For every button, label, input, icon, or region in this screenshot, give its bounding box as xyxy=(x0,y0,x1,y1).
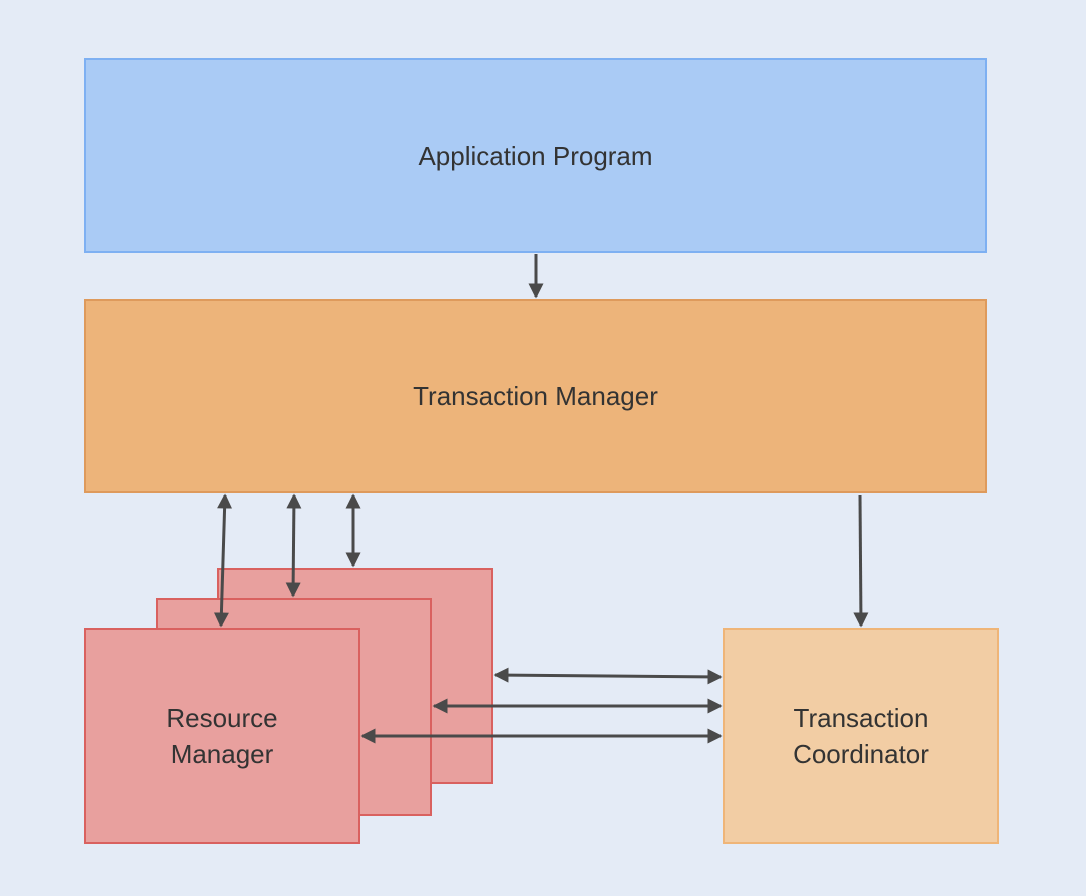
transaction-manager-label: Transaction Manager xyxy=(413,381,658,411)
arrow-rm-tc-1 xyxy=(493,667,723,685)
transaction-manager-box: Transaction Manager xyxy=(84,299,987,493)
resource-manager-label: Resource Manager xyxy=(166,703,278,769)
transaction-coordinator-box: Transaction Coordinator xyxy=(723,628,999,844)
resource-manager-box: Resource Manager xyxy=(84,628,360,844)
arrow-tm-rm-1 xyxy=(213,493,233,628)
transaction-coordinator-label: Transaction Coordinator xyxy=(793,703,929,769)
arrow-tm-rm-2 xyxy=(285,493,302,598)
application-program-label: Application Program xyxy=(418,140,653,171)
application-program-box: Application Program xyxy=(84,58,987,253)
arrow-tm-to-tc xyxy=(853,494,869,628)
